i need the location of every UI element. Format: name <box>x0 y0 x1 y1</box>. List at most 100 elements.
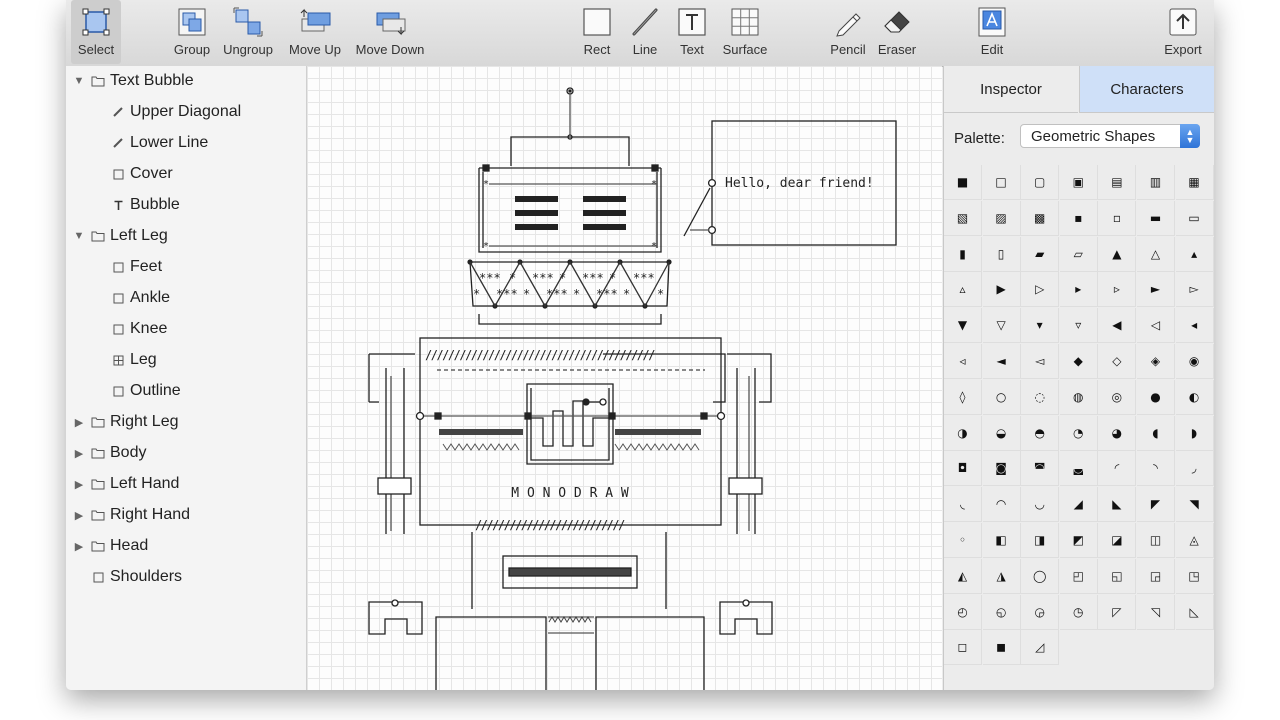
tab-inspector[interactable]: Inspector <box>944 66 1078 113</box>
character-cell[interactable]: ◊ <box>944 379 982 415</box>
character-cell[interactable]: ◓ <box>1021 415 1060 451</box>
disclosure-expanded-icon[interactable]: ▼ <box>73 75 85 87</box>
layer-upper-diagonal[interactable]: Upper Diagonal <box>106 97 241 127</box>
character-cell[interactable]: ▫ <box>1098 200 1137 236</box>
character-cell[interactable]: ◱ <box>1098 558 1137 594</box>
character-cell[interactable]: ▲ <box>1098 236 1137 272</box>
character-cell[interactable]: ◯ <box>1021 558 1060 594</box>
layer-left-hand[interactable]: ▶ Left Hand <box>72 469 180 499</box>
character-cell[interactable]: ◀ <box>1098 308 1137 344</box>
disclosure-expanded-icon[interactable]: ▼ <box>73 230 85 242</box>
character-cell[interactable]: ◳ <box>1175 558 1214 594</box>
pencil-tool-button[interactable]: Pencil <box>824 0 872 64</box>
character-cell[interactable]: ▵ <box>944 272 982 308</box>
drawing-canvas[interactable]: * * * * ************ ********* <box>307 66 942 690</box>
character-cell[interactable]: ▾ <box>1021 308 1060 344</box>
character-cell[interactable]: ◤ <box>1137 487 1175 523</box>
text-tool-button[interactable]: Text <box>672 0 712 64</box>
disclosure-collapsed-icon[interactable]: ▶ <box>74 447 84 460</box>
character-cell[interactable]: ◎ <box>1098 379 1137 415</box>
character-cell[interactable]: ◿ <box>1021 630 1060 666</box>
edit-tool-button[interactable]: Edit <box>972 0 1012 64</box>
character-cell[interactable]: ▤ <box>1098 165 1137 200</box>
line-tool-button[interactable]: Line <box>624 0 666 64</box>
character-cell[interactable]: ▸ <box>1059 272 1098 308</box>
layer-feet[interactable]: Feet <box>106 252 162 282</box>
character-cell[interactable]: ▭ <box>1175 200 1214 236</box>
character-cell[interactable]: ▽ <box>982 308 1021 344</box>
character-cell[interactable]: ◍ <box>1059 379 1098 415</box>
character-cell[interactable]: ◜ <box>1098 451 1137 487</box>
character-cell[interactable]: ◝ <box>1137 451 1175 487</box>
character-cell[interactable]: ▥ <box>1137 165 1175 200</box>
layer-cover[interactable]: Cover <box>106 159 173 189</box>
character-cell[interactable]: ▷ <box>1021 272 1060 308</box>
tab-characters[interactable]: Characters <box>1079 66 1214 113</box>
character-cell[interactable]: ◇ <box>1098 344 1137 379</box>
character-cell[interactable]: ▹ <box>1098 272 1137 308</box>
character-cell[interactable]: ◌ <box>1021 379 1060 415</box>
character-cell[interactable]: ◣ <box>1098 487 1137 523</box>
disclosure-collapsed-icon[interactable]: ▶ <box>74 509 84 522</box>
character-cell[interactable]: ▯ <box>982 236 1021 272</box>
eraser-tool-button[interactable]: Eraser <box>872 0 922 64</box>
character-cell[interactable]: ▢ <box>1021 165 1060 200</box>
disclosure-collapsed-icon[interactable]: ▶ <box>74 540 84 553</box>
character-cell[interactable]: ◖ <box>1137 415 1175 451</box>
character-cell[interactable]: ◞ <box>1175 451 1214 487</box>
character-cell[interactable]: ▻ <box>1175 272 1214 308</box>
character-cell[interactable]: ◒ <box>982 415 1021 451</box>
character-cell[interactable]: ▿ <box>1059 308 1098 344</box>
layer-right-leg[interactable]: ▶ Right Leg <box>72 407 179 437</box>
character-cell[interactable]: ◚ <box>1021 451 1060 487</box>
character-cell[interactable]: ► <box>1137 272 1175 308</box>
character-cell[interactable]: ▬ <box>1137 200 1175 236</box>
character-cell[interactable]: ◕ <box>1098 415 1137 451</box>
layer-right-hand[interactable]: ▶ Right Hand <box>72 500 190 530</box>
character-cell[interactable]: ▰ <box>1021 236 1060 272</box>
character-cell[interactable]: ◸ <box>1098 594 1137 630</box>
rect-tool-button[interactable]: Rect <box>576 0 618 64</box>
character-cell[interactable]: ◃ <box>944 344 982 379</box>
character-cell[interactable]: ◆ <box>1059 344 1098 379</box>
character-cell[interactable]: ◥ <box>1175 487 1214 523</box>
layer-shoulders[interactable]: Shoulders <box>86 562 182 592</box>
character-cell[interactable]: ◦ <box>944 523 982 558</box>
layer-text-bubble[interactable]: ▼ Text Bubble <box>72 66 194 96</box>
disclosure-collapsed-icon[interactable]: ▶ <box>74 478 84 491</box>
character-cell[interactable]: ▩ <box>1021 200 1060 236</box>
character-cell[interactable]: ◡ <box>1021 487 1060 523</box>
character-cell[interactable]: ◬ <box>1175 523 1214 558</box>
layer-body[interactable]: ▶ Body <box>72 438 147 468</box>
character-cell[interactable]: ◴ <box>944 594 982 630</box>
layer-left-leg[interactable]: ▼ Left Leg <box>72 221 168 251</box>
character-cell[interactable]: ◫ <box>1137 523 1175 558</box>
character-cell[interactable]: ◻ <box>944 630 982 666</box>
character-cell[interactable]: ◄ <box>982 344 1021 379</box>
character-cell[interactable]: ◘ <box>944 451 982 487</box>
character-cell[interactable]: △ <box>1137 236 1175 272</box>
character-cell[interactable]: ▧ <box>944 200 982 236</box>
character-cell[interactable]: ▱ <box>1059 236 1098 272</box>
character-cell[interactable]: ◑ <box>944 415 982 451</box>
character-cell[interactable]: ◷ <box>1059 594 1098 630</box>
character-cell[interactable]: ◛ <box>1059 451 1098 487</box>
character-cell[interactable]: ◨ <box>1021 523 1060 558</box>
character-cell[interactable]: ◧ <box>982 523 1021 558</box>
select-tool-button[interactable]: Select <box>71 0 121 64</box>
character-cell[interactable]: ◔ <box>1059 415 1098 451</box>
move-down-tool-button[interactable]: Move Down <box>351 0 429 64</box>
character-cell[interactable]: ◲ <box>1137 558 1175 594</box>
character-cell[interactable]: ▮ <box>944 236 982 272</box>
surface-tool-button[interactable]: Surface <box>718 0 772 64</box>
character-cell[interactable]: ◢ <box>1059 487 1098 523</box>
character-cell[interactable]: ▨ <box>982 200 1021 236</box>
character-cell[interactable]: ◮ <box>982 558 1021 594</box>
character-cell[interactable]: ▦ <box>1175 165 1214 200</box>
ungroup-tool-button[interactable]: Ungroup <box>218 0 278 64</box>
character-cell[interactable]: ◹ <box>1137 594 1175 630</box>
character-cell[interactable]: ◶ <box>1021 594 1060 630</box>
character-cell[interactable]: ▪ <box>1059 200 1098 236</box>
character-cell[interactable]: ◙ <box>982 451 1021 487</box>
character-cell[interactable]: ◵ <box>982 594 1021 630</box>
